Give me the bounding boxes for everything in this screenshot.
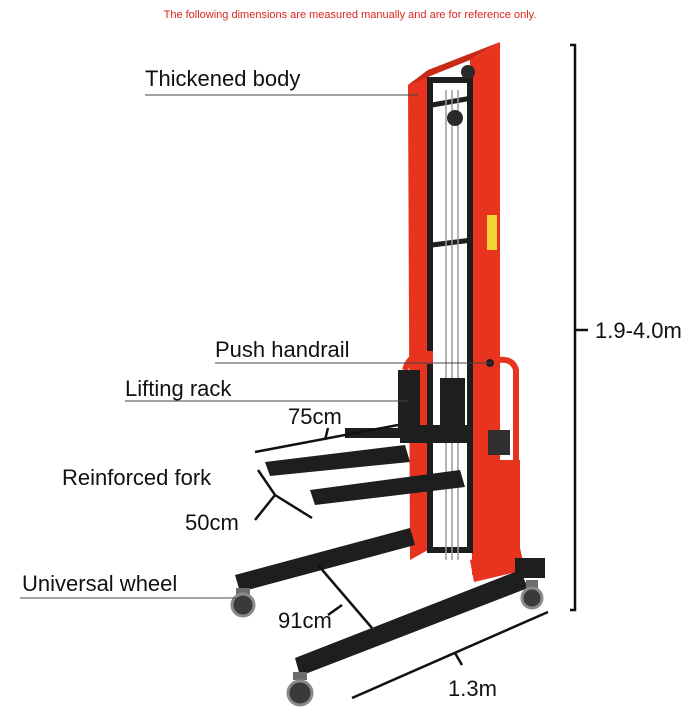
- label-thickened-body: Thickened body: [145, 66, 301, 91]
- lifting-rack: [345, 370, 510, 455]
- leader-lines: [20, 94, 492, 599]
- dimension-base-width: 91cm: [278, 608, 332, 633]
- label-reinforced-fork: Reinforced fork: [62, 465, 212, 490]
- dimension-fork-spread: 75cm: [288, 404, 342, 429]
- label-universal-wheel: Universal wheel: [22, 571, 178, 596]
- dimension-fork-gap: 50cm: [185, 510, 239, 535]
- dimension-lines: [254, 43, 588, 700]
- label-lifting-rack: Lifting rack: [125, 376, 232, 401]
- dimension-base-length: 1.3m: [448, 676, 497, 701]
- label-push-handrail: Push handrail: [215, 337, 350, 362]
- universal-wheels: [230, 580, 544, 707]
- dimension-height: 1.9-4.0m: [595, 318, 682, 343]
- reinforced-fork: [265, 445, 465, 505]
- measurement-notice: The following dimensions are measured ma…: [163, 9, 537, 21]
- base: [235, 460, 545, 676]
